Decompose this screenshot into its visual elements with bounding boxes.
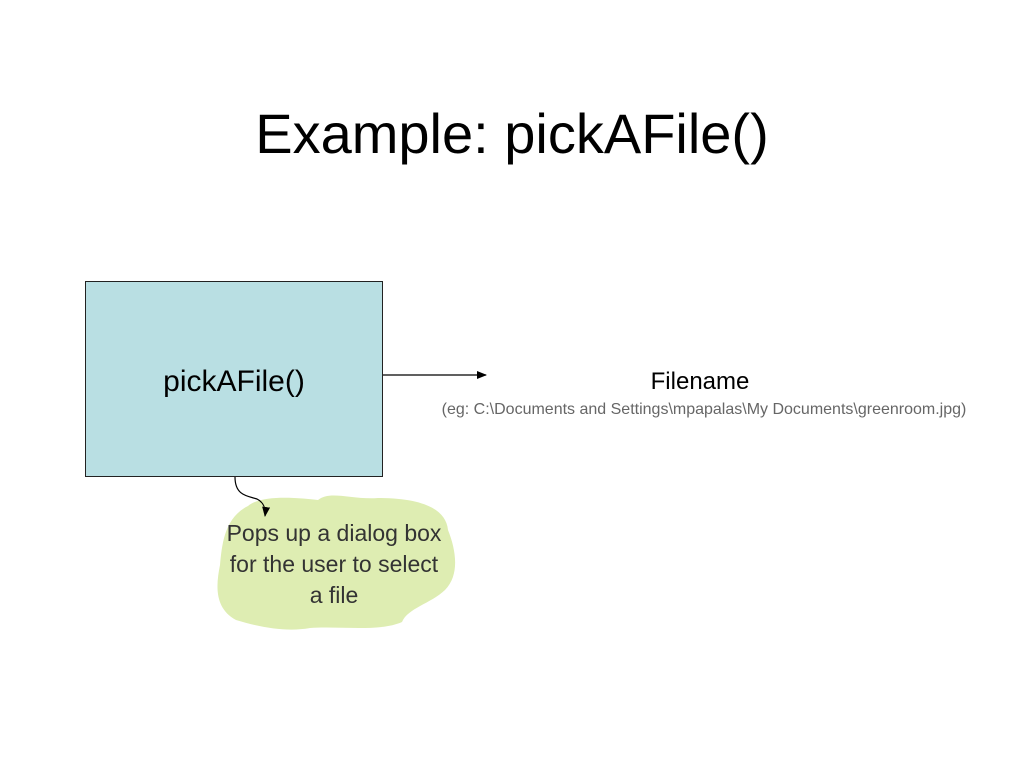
function-box xyxy=(85,281,383,477)
note-connector xyxy=(234,476,271,517)
note-text: Pops up a dialog box for the user to sel… xyxy=(226,520,442,608)
function-label: pickAFile() xyxy=(163,365,305,398)
output-label: Filename xyxy=(650,368,750,395)
note-blob xyxy=(217,495,456,630)
output-example: (eg: C:\Documents and Settings\mpapalas\… xyxy=(441,401,967,418)
slide-title: Example: pickAFile() xyxy=(255,102,769,165)
